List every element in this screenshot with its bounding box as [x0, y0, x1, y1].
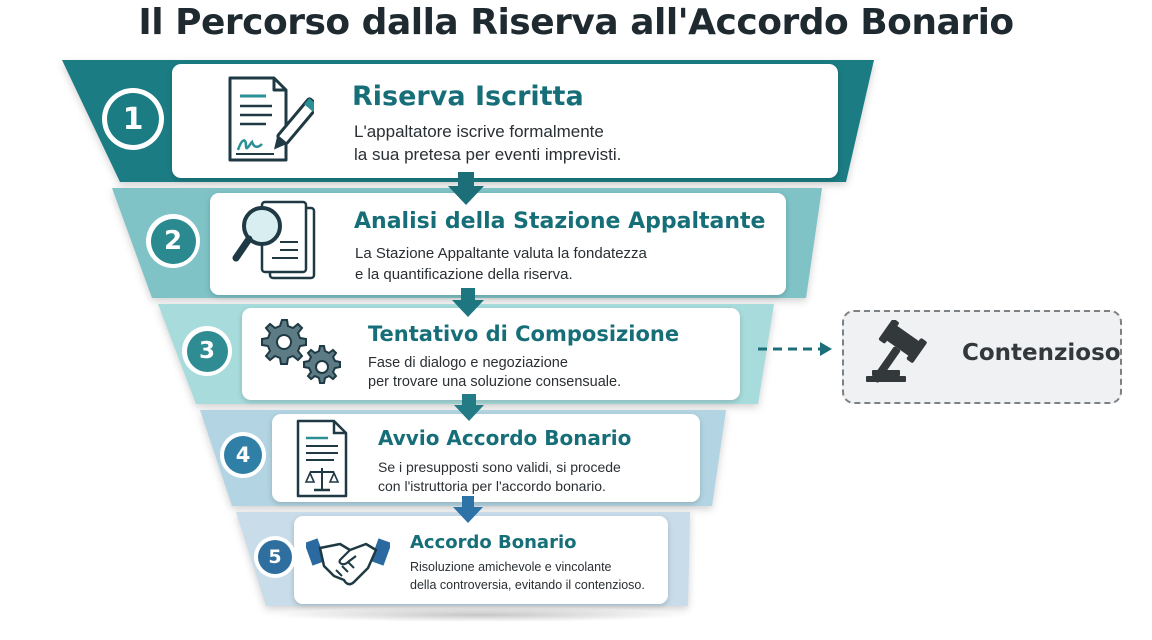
step-title-3: Tentativo di Composizione: [368, 322, 680, 346]
step-title-4: Avvio Accordo Bonario: [378, 426, 632, 450]
handshake-icon: [306, 538, 390, 586]
dashed-branch-arrow: [758, 342, 832, 356]
step-desc-4-line2: con l'istruttoria per l'accordo bonario.: [378, 478, 606, 494]
down-arrow-1: [448, 172, 484, 205]
step-number-1: 1: [102, 88, 164, 150]
step-desc-2-line2: e la quantificazione della riserva.: [355, 266, 573, 283]
step-title-1: Riserva Iscritta: [352, 81, 584, 112]
page-title: Il Percorso dalla Riserva all'Accordo Bo…: [138, 2, 1014, 43]
down-arrow-2: [452, 288, 484, 317]
step-desc-5-line2: della controversia, evitando il contenzi…: [410, 578, 645, 592]
step-desc-3-line2: per trovare una soluzione consensuale.: [368, 374, 622, 390]
step-desc-1-line2: la sua pretesa per eventi imprevisti.: [354, 145, 622, 164]
step-desc-4-line1: Se i presupposti sono validi, si procede: [378, 459, 621, 475]
step-title-5: Accordo Bonario: [410, 532, 577, 553]
document-signature-icon: [228, 76, 314, 162]
step-desc-3-line1: Fase di dialogo e negoziazione: [368, 355, 568, 371]
gavel-icon: [866, 320, 927, 383]
step-desc-1-line1: L'appaltatore iscrive formalmente: [354, 122, 604, 141]
step-desc-5-line1: Risoluzione amichevole e vincolante: [410, 560, 612, 574]
step-desc-2-line1: La Stazione Appaltante valuta la fondate…: [355, 245, 647, 262]
contenzioso-label: Contenzioso: [962, 340, 1121, 366]
step-number-3: 3: [182, 326, 232, 376]
gears-icon: [261, 319, 341, 384]
step-title-2: Analisi della Stazione Appaltante: [354, 209, 766, 234]
down-arrow-3: [454, 394, 484, 421]
down-arrow-4: [453, 496, 483, 523]
document-scales-icon: [296, 419, 348, 498]
magnifier-documents-icon: [232, 200, 316, 280]
step-number-5: 5: [254, 536, 296, 578]
step-number-2: 2: [146, 214, 200, 268]
funnel-base-shadow: [270, 608, 690, 622]
step-number-4: 4: [220, 432, 266, 478]
